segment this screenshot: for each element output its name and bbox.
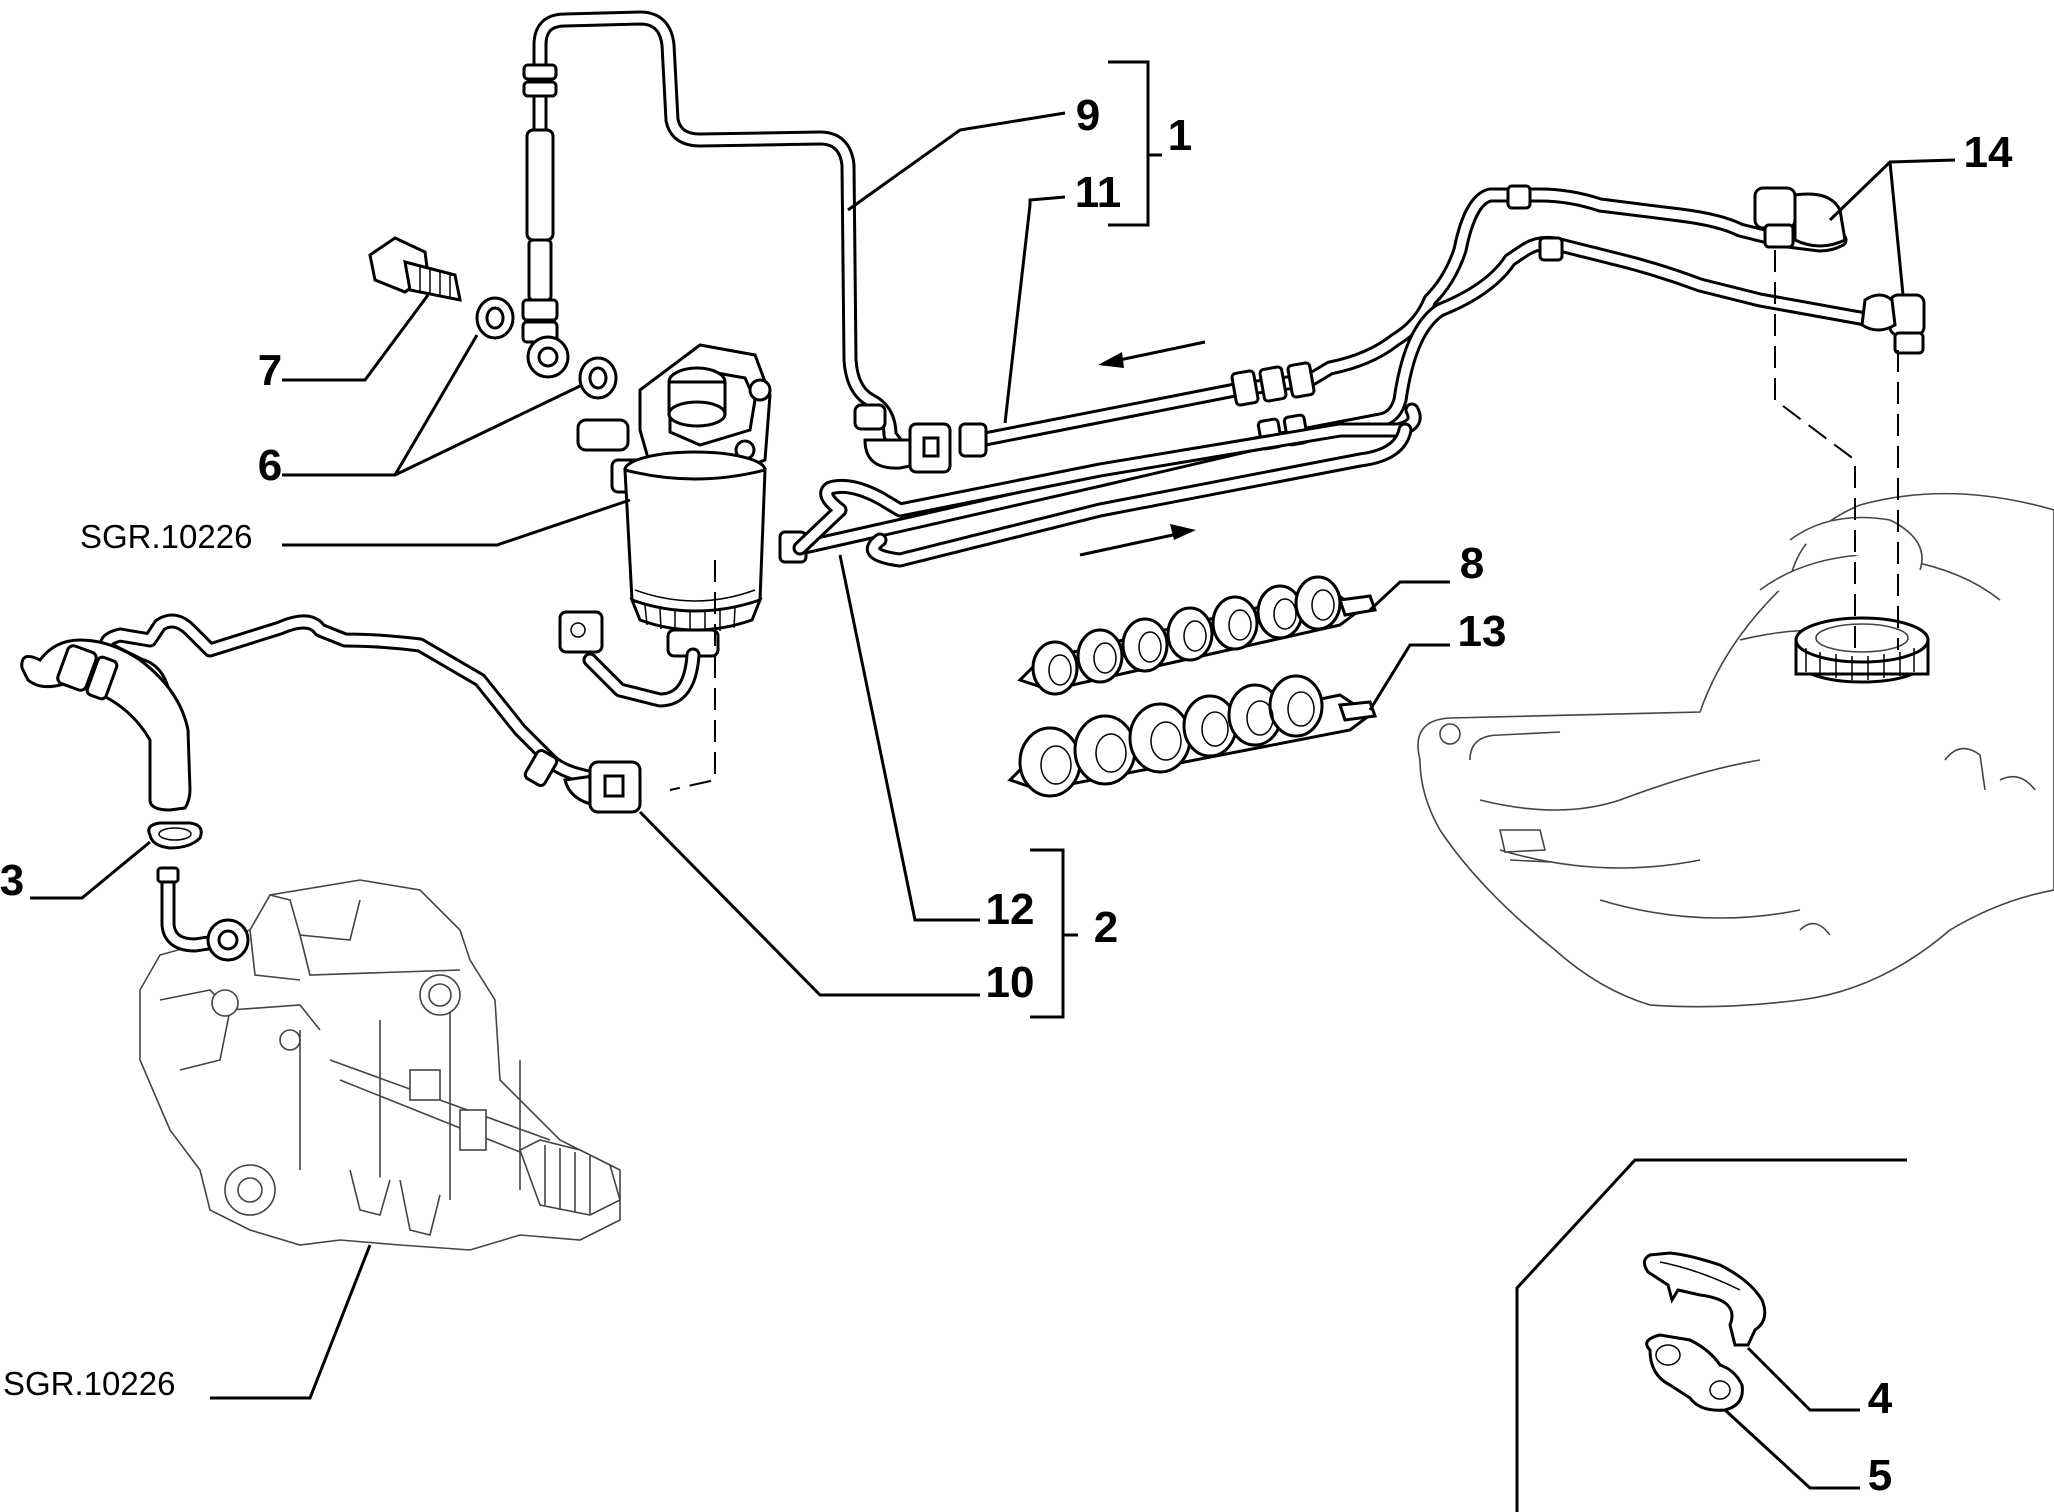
- banjo-bolt-7: [368, 236, 462, 302]
- pipe-10-fittings: [523, 748, 642, 814]
- callout-13: 13: [1458, 607, 1507, 656]
- callout-1: 1: [1168, 111, 1192, 160]
- callout-9: 9: [1076, 91, 1100, 140]
- callout-5: 5: [1868, 1451, 1892, 1500]
- pipe-9-fittings: [521, 63, 952, 474]
- pipe-12: [778, 235, 1898, 564]
- fuel-filter: [558, 343, 772, 708]
- callout-4: 4: [1868, 1374, 1893, 1423]
- hose-3-section: [20, 638, 250, 962]
- washers-6: [475, 296, 618, 400]
- callout-10: 10: [986, 958, 1035, 1007]
- callout-3: 3: [0, 856, 24, 905]
- inset-frame: [1515, 1158, 1907, 1512]
- callout-6: 6: [258, 441, 282, 490]
- leader-lines: [30, 60, 1956, 1490]
- pipe-11: [958, 184, 1848, 458]
- callout-7: 7: [258, 346, 282, 395]
- pipe-9: [532, 10, 913, 463]
- flow-arrows: [1079, 340, 1206, 557]
- pump-reference: SGR.10226: [3, 1365, 175, 1402]
- clip-5: [1645, 1333, 1744, 1412]
- callout-2: 2: [1094, 903, 1118, 952]
- fuel-tank: [1417, 492, 2054, 1008]
- clip-4: [1643, 1251, 1767, 1347]
- filter-reference: SGR.10226: [80, 518, 252, 555]
- injection-pump: [139, 879, 621, 1251]
- pipe-return-loop: [792, 402, 1422, 568]
- callout-8: 8: [1460, 539, 1484, 588]
- callout-12: 12: [986, 885, 1035, 934]
- spiral-sheath-13: [1007, 674, 1378, 798]
- quick-connectors-14: [1753, 186, 1926, 355]
- spiral-sheath-8: [1017, 575, 1378, 696]
- callout-11: 11: [1075, 168, 1122, 217]
- alignment-lines: [669, 250, 1899, 791]
- callout-14: 14: [1964, 128, 2013, 177]
- callout-labels: 9 1 11 14 7 6 8 13 12 2 10 3 4 5 SGR.102…: [0, 91, 2013, 1500]
